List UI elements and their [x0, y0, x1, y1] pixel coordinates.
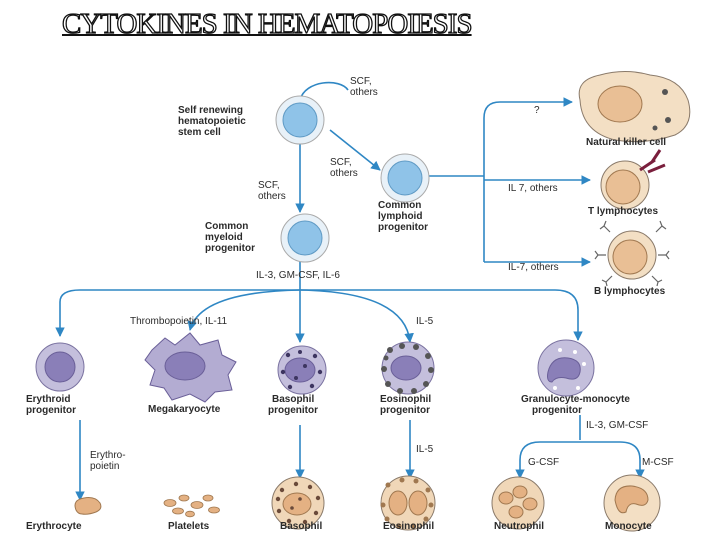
- cytokine-scf-lymph-1: SCF,: [330, 157, 352, 168]
- eosinophil-cell: [380, 475, 436, 531]
- flow-arrows: [55, 81, 645, 501]
- self-renewal-arrow: [293, 81, 349, 110]
- label-nk: Natural killer cell: [586, 137, 666, 148]
- to-megakaryocyte-arrow: [187, 289, 301, 331]
- lymphoid-progenitor: [380, 153, 430, 203]
- platelets-cells: [163, 494, 220, 518]
- cytokine-il5-bottom: IL-5: [416, 444, 434, 455]
- cytokine-gm-split: IL-3, GM-CSF: [586, 420, 648, 431]
- stem-to-lymphoid-arrow: [329, 129, 381, 171]
- label-b: B lymphocytes: [594, 286, 666, 297]
- b-lymphocyte: [594, 220, 670, 287]
- cytokine-mcsf: M-CSF: [642, 457, 674, 468]
- erythroid-progenitor-cell: [35, 342, 85, 392]
- cytokine-il5-top: IL-5: [416, 316, 434, 327]
- to-nk-arrow: [483, 97, 573, 119]
- label-stem-2: hematopoietic: [178, 116, 246, 127]
- cytokine-b: IL-7, others: [508, 262, 559, 273]
- label-basophil-prog-2: progenitor: [268, 405, 318, 416]
- label-gm-prog-1: Granulocyte-monocyte: [521, 394, 630, 405]
- page-title: CYTOKINES IN HEMATOPOIESIS: [61, 7, 473, 40]
- cytokine-epo-1: Erythro-: [90, 450, 126, 461]
- cytokine-epo-2: poietin: [90, 461, 119, 472]
- cytokine-labels: SCF, others SCF, others SCF, others ? IL…: [90, 76, 674, 472]
- label-myeloid-1: Common: [205, 221, 248, 232]
- to-eosinophil-prog-arrow: [299, 289, 414, 343]
- label-stem-1: Self renewing: [178, 105, 243, 116]
- label-myeloid-3: progenitor: [205, 243, 255, 254]
- megakaryocyte-cell: [144, 332, 237, 403]
- label-t: T lymphocytes: [588, 206, 658, 217]
- basophil-cell: [271, 476, 325, 530]
- cytokine-scf-myeloid-2: others: [258, 191, 286, 202]
- label-erythrocyte: Erythrocyte: [26, 521, 82, 532]
- label-lymphoid-1: Common: [378, 200, 421, 211]
- cytokine-scf-self-1: SCF,: [350, 76, 372, 87]
- gm-split: [519, 441, 641, 478]
- stem-cell: [275, 95, 325, 145]
- neutrophil-cell: [491, 476, 545, 530]
- label-erythroid-2: progenitor: [26, 405, 76, 416]
- cytokine-scf-myeloid-1: SCF,: [258, 180, 280, 191]
- myeloid-progenitor: [280, 213, 330, 263]
- label-neutrophil: Neutrophil: [494, 521, 544, 532]
- basophil-progenitor-cell: [277, 345, 327, 395]
- label-myeloid-2: myeloid: [205, 232, 243, 243]
- t-lymphocyte: [600, 149, 666, 210]
- eosinophil-progenitor-cell: [381, 341, 435, 395]
- monocyte-cell: [603, 474, 661, 532]
- cytokine-gcsf: G-CSF: [528, 457, 559, 468]
- cytokine-thrombopoietin: Thrombopoietin, IL-11: [130, 316, 228, 327]
- cytokine-scf-lymph-2: others: [330, 168, 358, 179]
- cytokine-myeloid-main: IL-3, GM-CSF, IL-6: [256, 270, 340, 281]
- label-eosinophil-prog-2: progenitor: [380, 405, 430, 416]
- label-gm-prog-2: progenitor: [532, 405, 582, 416]
- label-platelets: Platelets: [168, 521, 210, 532]
- label-eosinophil-prog-1: Eosinophil: [380, 394, 431, 405]
- label-lymphoid-2: lymphoid: [378, 211, 422, 222]
- erythrocyte-cell: [74, 497, 102, 515]
- cytokine-nk: ?: [534, 105, 540, 116]
- label-lymphoid-3: progenitor: [378, 222, 428, 233]
- cytokine-scf-self-2: others: [350, 87, 378, 98]
- label-monocyte: Monocyte: [605, 521, 652, 532]
- label-basophil: Basophil: [280, 521, 322, 532]
- label-stem-3: stem cell: [178, 127, 221, 138]
- nk-cell: [578, 71, 691, 143]
- label-basophil-prog-1: Basophil: [272, 394, 314, 405]
- myeloid-horizontal: [59, 289, 579, 311]
- cytokine-t: IL 7, others: [508, 183, 558, 194]
- label-eosinophil: Eosinophil: [383, 521, 434, 532]
- label-erythroid-1: Erythroid: [26, 394, 70, 405]
- label-megakaryocyte: Megakaryocyte: [148, 404, 221, 415]
- cell-labels: Self renewing hematopoietic stem cell Co…: [26, 105, 666, 532]
- gm-progenitor-cell: [537, 339, 595, 397]
